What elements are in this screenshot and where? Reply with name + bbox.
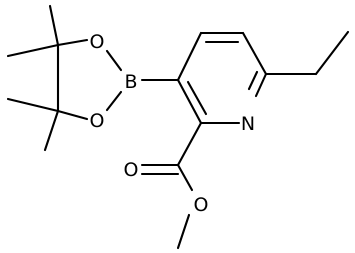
methyl-ester-group <box>140 121 203 250</box>
bond-c2-c3-inner <box>186 80 208 116</box>
oxygen-atom-label-top: O <box>90 31 105 53</box>
bond-top-methyl-up <box>48 4 60 47</box>
ethyl-group <box>264 30 350 76</box>
bond-c6-n1-inner <box>247 70 259 91</box>
bond-ester-o-methyl <box>176 213 191 250</box>
boron-atom-label: B <box>124 71 137 93</box>
bond-c3-c4 <box>176 31 203 82</box>
bond-c6-n1 <box>254 72 268 98</box>
ester-oxygen-label: O <box>194 194 209 216</box>
bond-ch2-ch3 <box>314 30 350 76</box>
oxygen-atom-label-bottom: O <box>90 110 105 132</box>
bond-bottom-methyl-down <box>43 109 60 152</box>
bond-o-bottom-c <box>56 109 89 121</box>
bond-carbonyl-ester-o <box>176 163 194 192</box>
bond-o-top-c <box>56 38 89 47</box>
pyridine-ring <box>176 31 268 125</box>
bond-boron-o-top <box>105 49 123 72</box>
pinacol-boronate-group <box>6 4 180 152</box>
bond-bottom-methyl-left <box>6 97 60 113</box>
bond-c2-c3 <box>176 78 203 125</box>
bond-c5-c6 <box>241 31 268 76</box>
bond-c2-carbonyl <box>176 121 203 167</box>
bond-top-methyl-left <box>6 43 60 58</box>
bond-boron-o-bottom <box>105 90 123 112</box>
nitrogen-atom-label: N <box>241 113 255 135</box>
carbonyl-oxygen-label: O <box>124 159 139 181</box>
